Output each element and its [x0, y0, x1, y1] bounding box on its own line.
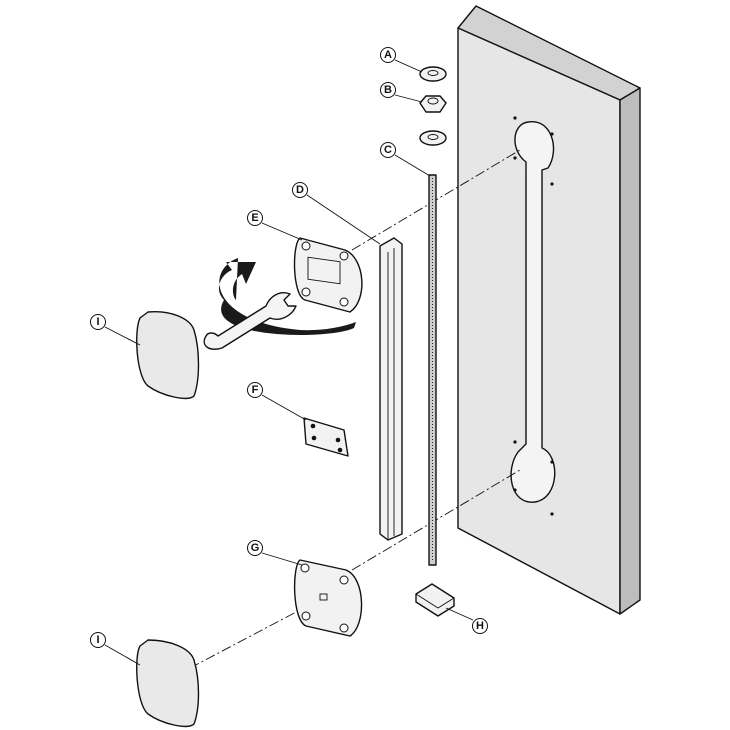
svg-text:I: I: [96, 634, 99, 646]
svg-text:C: C: [384, 144, 392, 156]
svg-text:F: F: [252, 384, 259, 396]
svg-text:D: D: [296, 184, 304, 196]
nut-b: [419, 95, 447, 113]
callout-i-bottom: I: [90, 632, 106, 648]
callout-h: H: [472, 618, 488, 634]
callout-d: D: [292, 182, 308, 198]
mounting-block-e: [293, 237, 363, 313]
callout-b: B: [380, 82, 396, 98]
svg-text:H: H: [476, 620, 484, 632]
washer-a: [419, 66, 447, 82]
handle-cap-i-top: [136, 311, 200, 400]
callout-i-top: I: [90, 314, 106, 330]
rotation-arrow-icon: [218, 258, 356, 335]
svg-text:B: B: [384, 84, 392, 96]
threaded-rod-c: [428, 174, 437, 566]
callout-c: C: [380, 142, 396, 158]
handle-recess: [510, 121, 556, 503]
plate-f: [303, 417, 349, 457]
leader-lines: [104, 59, 474, 666]
panel-side-face: [619, 87, 641, 615]
square-nut-h: [415, 583, 455, 617]
callout-a: A: [380, 47, 396, 63]
door-panel: [457, 5, 641, 615]
callout-f: F: [247, 382, 263, 398]
svg-text:G: G: [251, 542, 260, 554]
screw-holes: [513, 116, 554, 516]
washer: [419, 130, 447, 146]
callout-e: E: [247, 210, 263, 226]
svg-text:I: I: [96, 316, 99, 328]
channel-profile-d: [379, 237, 403, 541]
wrench-icon: [203, 292, 297, 350]
callout-g: G: [247, 540, 263, 556]
mounting-block-g: [293, 559, 363, 637]
handle-cap-i-bottom: [136, 639, 200, 728]
svg-text:A: A: [384, 49, 392, 61]
svg-text:E: E: [251, 212, 258, 224]
